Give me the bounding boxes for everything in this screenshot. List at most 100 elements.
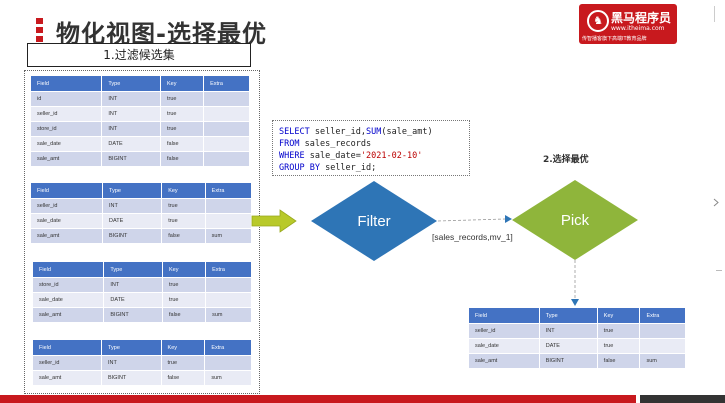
logo-slogan: 传智播客旗下高端IT教育品牌: [582, 36, 647, 42]
candidate-set-box: [24, 70, 260, 394]
step2-label: 2.选择最优: [543, 155, 589, 165]
table-cell: true: [161, 292, 207, 308]
logo-name: 黑马程序员: [611, 11, 672, 25]
column-header: Key: [596, 307, 641, 324]
table-cell: sale_amt: [29, 151, 103, 167]
table-cell: [203, 151, 250, 167]
pick-to-result-arrowhead: [571, 299, 579, 306]
sql-line-3: WHERE sale_date='2021-02-10': [279, 151, 423, 161]
table-cell: [205, 277, 252, 293]
table-cell: true: [161, 213, 206, 229]
brand-logo: ♞ 黑马程序员 www.itheima.com 传智播客旗下高端IT教育品牌: [579, 4, 677, 44]
table-cell: false: [159, 136, 205, 152]
sql-line-4: GROUP BY seller_id;: [279, 163, 377, 173]
column-header: Extra: [203, 75, 250, 92]
table-cell: [204, 213, 253, 229]
sql-line-1: SELECT seller_id,SUM(sale_amt): [279, 127, 433, 137]
table-cell: sale_amt: [32, 370, 102, 386]
column-header: Type: [100, 339, 162, 356]
filter-to-pick-edge: [437, 218, 506, 222]
table-cell: true: [596, 323, 641, 339]
table-cell: store_id: [29, 121, 103, 137]
table-cell: sum: [204, 228, 253, 244]
table-cell: sale_amt: [468, 353, 540, 369]
table-cell: sale_amt: [29, 228, 104, 244]
table-cell: sale_date: [29, 213, 104, 229]
footer-dark-bar: [640, 395, 725, 403]
table-cell: [203, 136, 250, 152]
filter-to-pick-arrowhead: [505, 215, 512, 223]
table-cell: INT: [538, 323, 598, 339]
table-cell: true: [160, 355, 206, 371]
column-header: Field: [29, 75, 103, 92]
table-cell: DATE: [102, 213, 163, 229]
table-cell: DATE: [538, 338, 598, 354]
table-cell: [639, 323, 686, 339]
table-cell: false: [161, 307, 207, 323]
column-header: Type: [101, 75, 161, 92]
candidate-to-filter-arrow: [251, 209, 297, 233]
table-cell: DATE: [103, 292, 163, 308]
column-header: Field: [31, 261, 105, 278]
column-header: Key: [161, 182, 206, 199]
table-cell: [203, 121, 250, 137]
table-cell: sum: [639, 353, 686, 369]
table-cell: true: [159, 91, 205, 107]
table-cell: sale_date: [468, 338, 540, 354]
table-cell: true: [161, 277, 207, 293]
table-cell: BIGINT: [103, 307, 163, 323]
table-cell: store_id: [31, 277, 105, 293]
horse-logo-icon: ♞: [587, 10, 609, 32]
filter-node-label: Filter: [357, 213, 390, 230]
table-cell: BIGINT: [102, 228, 163, 244]
chevron-right-icon[interactable]: [712, 198, 721, 207]
table-cell: true: [159, 106, 205, 122]
filter-node: [311, 181, 437, 261]
column-header: Type: [538, 307, 598, 324]
column-header: Extra: [204, 182, 253, 199]
column-header: Key: [160, 339, 206, 356]
table-cell: [203, 91, 250, 107]
sql-line-2: FROM sales_records: [279, 139, 372, 149]
table-cell: sum: [204, 370, 252, 386]
table-cell: sale_date: [31, 292, 105, 308]
table-cell: INT: [101, 121, 161, 137]
table-cell: false: [159, 151, 205, 167]
table-cell: BIGINT: [100, 370, 162, 386]
column-header: Type: [102, 182, 163, 199]
table-cell: seller_id: [468, 323, 540, 339]
table-cell: sale_amt: [31, 307, 105, 323]
table-cell: INT: [102, 198, 163, 214]
column-header: Field: [468, 307, 540, 324]
table-cell: BIGINT: [538, 353, 598, 369]
table-cell: sale_date: [29, 136, 103, 152]
table-cell: true: [159, 121, 205, 137]
column-header: Key: [159, 75, 205, 92]
table-cell: sum: [205, 307, 252, 323]
title-accent-bars: [36, 18, 43, 42]
sql-query-box: SELECT seller_id,SUM(sale_amt) FROM sale…: [272, 120, 470, 176]
table-cell: false: [596, 353, 641, 369]
table-cell: seller_id: [29, 198, 104, 214]
scrollbar-track[interactable]: [714, 6, 723, 22]
